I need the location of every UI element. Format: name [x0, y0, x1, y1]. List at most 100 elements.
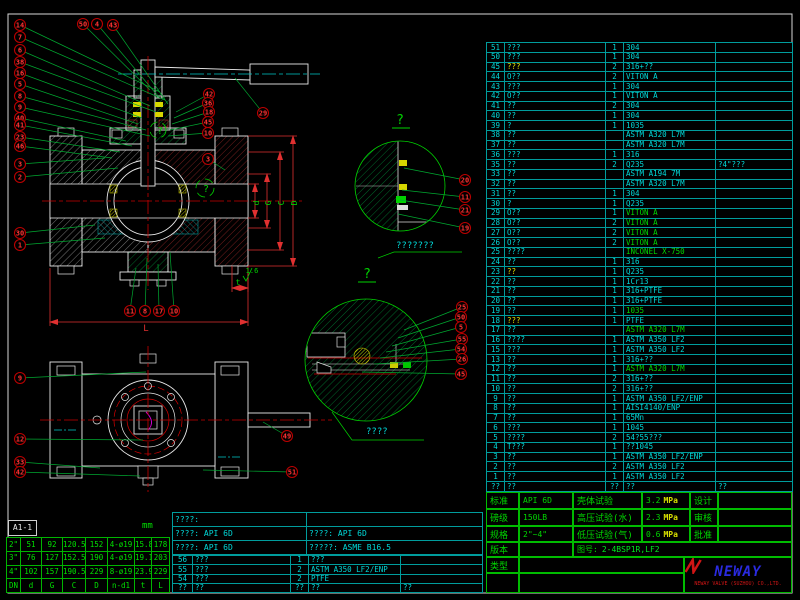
balloon-8: 8 — [138, 257, 152, 318]
svg-text:50: 50 — [457, 314, 465, 322]
svg-text:6: 6 — [18, 47, 22, 55]
svg-text:55: 55 — [458, 336, 466, 344]
svg-text:51: 51 — [288, 469, 296, 477]
svg-text:29: 29 — [259, 110, 267, 118]
company-logo: NEWAY NEWAY VALVE (SUZHOU) CO.,LTD. — [684, 557, 792, 593]
svg-text:3: 3 — [18, 161, 22, 169]
balloon-41: 41 — [13, 118, 133, 147]
titleblock-check-signature — [718, 509, 792, 526]
balloon-11: 11 — [123, 267, 137, 318]
handle-lever — [154, 66, 251, 81]
balloon-33: 33 — [13, 455, 101, 469]
svg-text:20: 20 — [461, 177, 469, 185]
svg-text:5: 5 — [18, 81, 22, 89]
drawing-number-value: 2-4BSP1R,LF2 — [601, 545, 660, 554]
balloon-42: 42 — [13, 465, 141, 479]
svg-text:42: 42 — [205, 91, 213, 99]
balloon-45: 45 — [169, 115, 215, 131]
balloon-2: 2 — [13, 167, 119, 184]
drawing-label: L — [143, 324, 148, 334]
svg-text:16: 16 — [16, 70, 24, 78]
rotation-arc — [145, 411, 152, 431]
balloon-3: 3 — [201, 152, 226, 171]
titleblock-class-label: 磅级 — [486, 509, 519, 526]
balloon-26: 26 — [373, 352, 469, 366]
titleblock-size-value: 2"~4" — [519, 526, 573, 542]
bom-header-row: ?????????? — [172, 582, 483, 594]
drawing-label: ??????? — [396, 241, 434, 251]
titleblock-air-test-label: 低压试验(气) — [573, 526, 642, 542]
svg-text:8: 8 — [18, 93, 22, 101]
notes-row: ????: API 6D?????: ASME B16.5 — [172, 540, 483, 555]
bom-row: 33??ASTM A194 7M — [486, 168, 793, 180]
svg-text:42: 42 — [16, 469, 24, 477]
balloon-50: 50 — [76, 17, 151, 91]
titleblock-type-label: 类型 — [486, 557, 519, 573]
balloon-10: 10 — [167, 126, 215, 140]
sheet-format-label: A1-1 — [8, 520, 37, 536]
bom-header-row: ?????????? — [486, 480, 793, 493]
drawing-label: D — [290, 200, 299, 205]
svg-text:36: 36 — [204, 100, 212, 108]
svg-text:3: 3 — [206, 156, 210, 164]
balloon-1: 1 — [13, 237, 106, 252]
titleblock-size-label: 规格 — [486, 526, 519, 542]
balloon-45: 45 — [361, 367, 468, 381]
titleblock-empty-cell — [486, 573, 519, 593]
detail-ref-packing — [149, 121, 167, 139]
pressure-value: 3.2 — [646, 496, 661, 505]
svg-text:33: 33 — [16, 459, 24, 467]
balloon-29: 29 — [234, 77, 270, 120]
logo-caption: NEWAY VALVE (SUZHOU) CO.,LTD. — [694, 580, 782, 587]
svg-text:17: 17 — [155, 308, 163, 316]
titleblock-version-value — [519, 542, 573, 557]
balloon-49: 49 — [262, 421, 294, 443]
drawing-number-label: 图号: — [577, 545, 598, 554]
balloon-17: 17 — [152, 263, 166, 318]
balloon-50: 50 — [397, 310, 468, 339]
unit-label: mm — [142, 521, 153, 531]
pressure-value: 2.3 — [646, 513, 661, 522]
svg-text:9: 9 — [18, 104, 22, 112]
pressure-value: 0.6 — [646, 529, 661, 539]
drawing-label: ? — [396, 113, 404, 128]
balloon-18: 18 — [171, 105, 216, 125]
balloon-42: 42 — [175, 87, 216, 113]
main-section-view — [42, 56, 320, 290]
notes-row: ????: API 6D????: API 6D — [172, 526, 483, 541]
titleblock-type-value — [519, 557, 684, 573]
detail-view-1 — [354, 127, 462, 259]
svg-text:1: 1 — [18, 242, 22, 250]
svg-text:41: 41 — [16, 122, 24, 130]
titleblock-empty-cell — [519, 573, 684, 593]
balloon-12: 12 — [13, 432, 144, 446]
drawing-label: 1.6 — [246, 267, 259, 275]
balloon-4: 4 — [90, 17, 159, 97]
pressure-unit: MPa — [663, 496, 678, 505]
svg-text:19: 19 — [461, 225, 469, 233]
svg-text:12: 12 — [16, 436, 24, 444]
